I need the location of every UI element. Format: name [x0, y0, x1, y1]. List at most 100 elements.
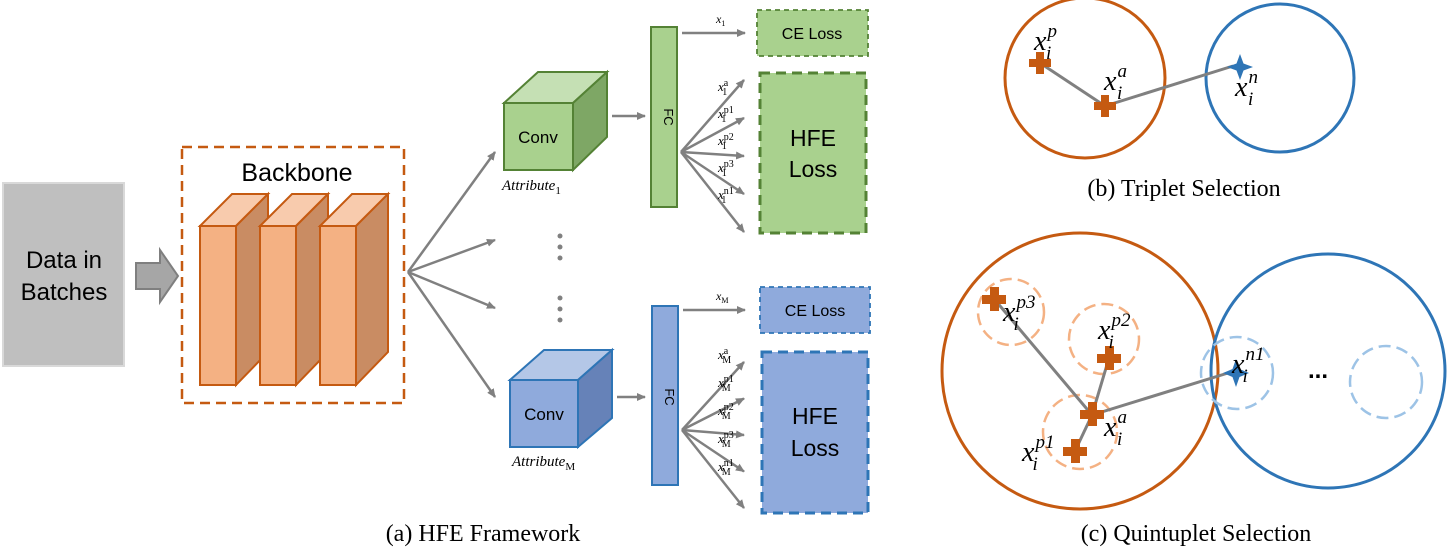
data-input-line2: Batches	[21, 279, 108, 306]
anchor-point-cross-c	[1080, 402, 1104, 426]
input-block-arrow	[135, 246, 180, 306]
layer-3-side	[355, 191, 389, 388]
branchm-feature-arrow-1	[681, 361, 745, 431]
caption-a: (a) HFE Framework	[386, 521, 581, 547]
ce-input-1-label: x1	[715, 12, 725, 28]
positive-point-cross	[1029, 52, 1051, 74]
fanout-arrow-1	[406, 151, 497, 273]
hfe-loss-m-line2: Loss	[791, 435, 840, 461]
n1-subcluster	[1199, 335, 1275, 411]
anchor-point-cross	[1094, 95, 1116, 117]
ce-loss-1-box	[756, 9, 869, 57]
caption-b: (b) Triplet Selection	[1087, 176, 1280, 202]
p3-point-cross	[982, 287, 1006, 311]
branch1-feature-arrow-3	[680, 150, 745, 160]
branch-attribute-m: Conv AttributeM FC xM CE Loss HFE Loss x…	[507, 286, 871, 515]
hfe-loss-m-box	[760, 350, 870, 515]
backbone-label: Backbone	[241, 159, 352, 187]
link-p3-anchor	[993, 299, 1094, 416]
convm-label: Conv	[524, 405, 564, 424]
positive-cluster-circle-large	[940, 231, 1220, 511]
fanout-arrow-4	[406, 271, 497, 398]
branch1-feature-arrow-2	[680, 116, 745, 154]
p1-anchor-subcluster	[1041, 393, 1119, 471]
p2-point-cross	[1097, 346, 1121, 370]
fcm-label: FC	[662, 388, 677, 405]
hfe-loss-1-line1: HFE	[790, 125, 836, 151]
backbone-layer-2	[257, 191, 331, 388]
ce-input-m-label: xM	[715, 289, 728, 305]
triplet-link-anchor-neg	[1104, 64, 1234, 108]
fc1-bar	[650, 26, 678, 208]
branchm-feature-arrow-4	[681, 428, 745, 473]
positive-cluster-circle	[1003, 0, 1167, 160]
negative-cluster-circle-large	[1209, 252, 1447, 490]
backbone-layer-1	[197, 191, 271, 388]
data-input-line1: Data in	[26, 247, 102, 274]
fanout-arrow-2	[407, 238, 496, 274]
attribute-1-label: Attribute1	[501, 178, 561, 197]
branchm-feature-arrow-3	[681, 428, 745, 439]
ce-loss-m-box	[759, 286, 871, 334]
vertical-ellipsis-2	[557, 295, 563, 323]
hfe-loss-1-line2: Loss	[789, 156, 838, 182]
branchm-feature-arrow-2	[681, 397, 745, 432]
data-input-rect	[2, 182, 125, 367]
ce-loss-1-label: CE Loss	[782, 26, 842, 43]
conv1-label: Conv	[518, 128, 558, 147]
link-anchor-n1	[1091, 371, 1229, 417]
layer-2-front	[259, 225, 297, 386]
negative-point-star	[1227, 54, 1253, 80]
convm-front	[509, 379, 579, 448]
caption-c: (c) Quintuplet Selection	[1081, 521, 1312, 547]
triplet-link-pos-anchor	[1039, 61, 1106, 108]
fanout-arrow-3	[407, 270, 496, 310]
branch1-feature-arrow-4	[680, 150, 745, 196]
data-input-box: Data in Batches	[2, 182, 125, 367]
p3-subcluster	[976, 277, 1046, 347]
conv1-front	[503, 102, 574, 171]
vertical-ellipsis-1	[557, 233, 563, 261]
hfe-loss-1-box	[758, 71, 868, 235]
n1-point-star	[1223, 359, 1249, 387]
hfe-framework-panel: Data in Batches Backbone	[2, 9, 871, 547]
negative-cluster-circle	[1204, 2, 1356, 154]
p1-point-cross	[1063, 439, 1087, 463]
hfe-loss-m-line1: HFE	[792, 403, 838, 429]
backbone-layer-3	[317, 191, 391, 388]
fcm-bar	[651, 305, 679, 486]
ce-loss-m-label: CE Loss	[785, 303, 845, 320]
fc1-label: FC	[661, 108, 676, 125]
branch-attribute-1: Conv Attribute1 FC x1 CE Loss HFE Loss x…	[501, 9, 869, 235]
layer-1-front	[199, 225, 237, 386]
negative-ellipsis: ...	[1308, 357, 1328, 384]
attribute-m-label: AttributeM	[511, 454, 575, 473]
n2-subcluster	[1348, 344, 1424, 420]
branch1-feature-arrow-1	[680, 79, 745, 153]
branchm-feature-arrow-5	[681, 429, 745, 509]
layer-3-front	[319, 225, 357, 386]
